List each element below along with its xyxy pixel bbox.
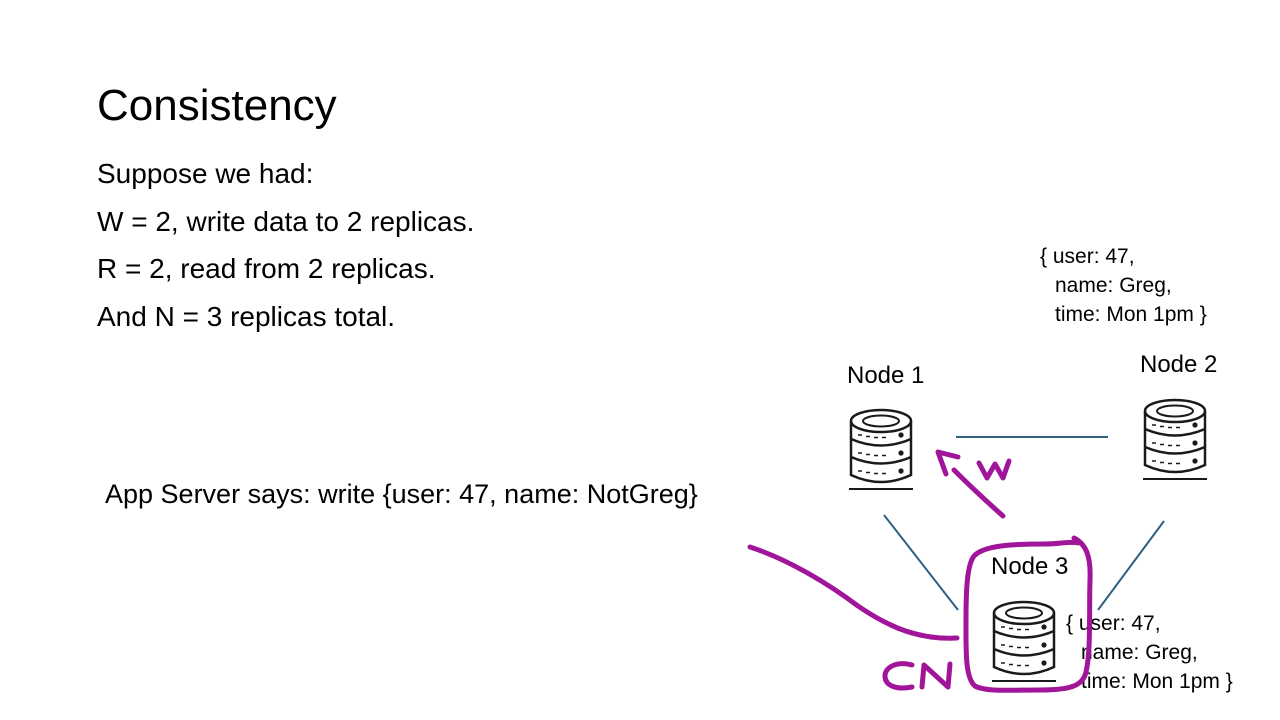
link-node2-node3 xyxy=(1097,520,1165,611)
handwritten-letter-w xyxy=(976,458,1012,481)
bullet-write-quorum: W = 2, write data to 2 replicas. xyxy=(97,206,475,237)
node1-label: Node 1 xyxy=(847,362,925,389)
write-arrow-shaft xyxy=(951,467,1006,519)
node2-record-user: { user: 47, xyxy=(1040,245,1135,268)
node2-record-name: name: Greg, xyxy=(1055,274,1172,297)
bullet-read-quorum: R = 2, read from 2 replicas. xyxy=(97,253,436,284)
node3-record-name: name: Greg, xyxy=(1081,641,1198,664)
handwritten-letter-n xyxy=(919,661,953,690)
node2-label: Node 2 xyxy=(1140,351,1218,378)
handwritten-letter-c xyxy=(882,661,915,691)
node3-label: Node 3 xyxy=(991,553,1069,580)
write-arrow-head xyxy=(935,449,961,477)
node2-record: { user: 47, name: Greg, time: Mon 1pm } xyxy=(1040,242,1207,329)
coordinator-circle xyxy=(963,535,1093,693)
bullet-replica-count: And N = 3 replicas total. xyxy=(97,301,396,332)
request-arrow-stroke xyxy=(747,544,960,641)
node3-record: { user: 47, name: Greg, time: Mon 1pm } xyxy=(1066,609,1233,696)
bullet-intro: Suppose we had: xyxy=(97,158,314,189)
node3-record-time: time: Mon 1pm } xyxy=(1081,670,1233,693)
node2-record-time: time: Mon 1pm } xyxy=(1055,303,1207,326)
app-server-write-text: App Server says: write {user: 47, name: … xyxy=(105,479,698,509)
link-node1-node3 xyxy=(883,514,959,611)
slide-title: Consistency xyxy=(97,81,337,130)
